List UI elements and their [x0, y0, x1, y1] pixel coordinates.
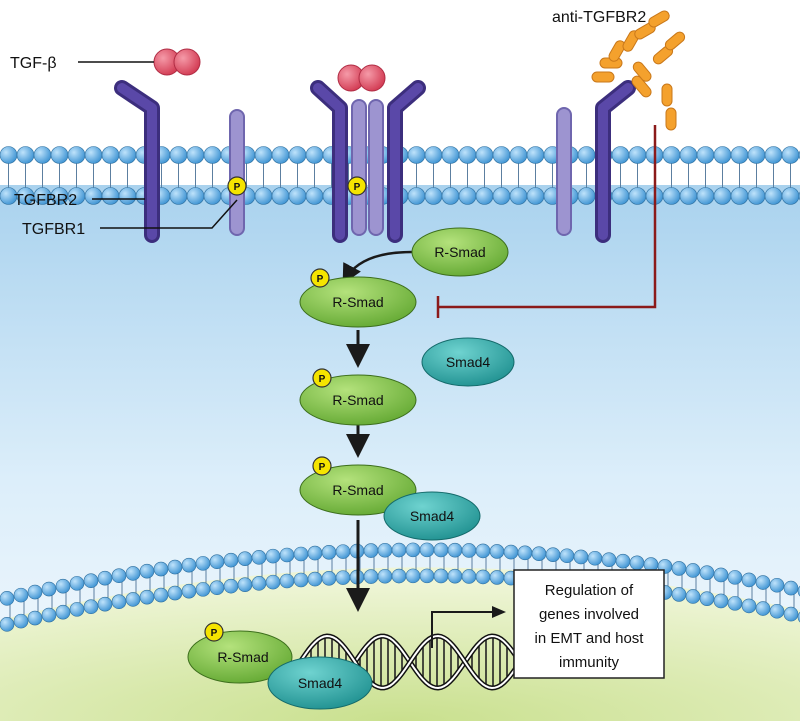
phospho-receptor-center: P	[347, 176, 367, 196]
svg-text:P: P	[354, 182, 361, 193]
svg-text:R-Smad: R-Smad	[332, 294, 383, 310]
svg-text:P: P	[211, 628, 218, 639]
svg-text:Smad4: Smad4	[298, 675, 343, 691]
tgf-beta-label: TGF-β	[10, 55, 57, 72]
svg-text:P: P	[319, 374, 326, 385]
outcome-box: Regulation of genes involved in EMT and …	[513, 569, 665, 679]
rsmad-smad4-complex: R-Smad P Smad4	[299, 456, 481, 541]
outcome-line-3: in EMT and host	[535, 630, 645, 647]
receptor-tgfbr1-left	[229, 109, 245, 236]
smad4-free: Smad4	[421, 337, 515, 387]
svg-text:R-Smad: R-Smad	[217, 649, 268, 665]
outcome-line-2: genes involved	[539, 606, 639, 623]
tgf-beta-ligand	[153, 48, 201, 76]
outcome-line-4: immunity	[559, 654, 620, 671]
svg-text:R-Smad: R-Smad	[332, 482, 383, 498]
rsmad-phospho-1: R-Smad P	[299, 268, 417, 328]
svg-text:P: P	[319, 462, 326, 473]
tgfbr2-label: TGFBR2	[14, 192, 77, 209]
rsmad-phospho-2: R-Smad P	[299, 368, 417, 426]
receptor-tgfbr2-right	[595, 80, 636, 243]
tgfbr1-label: TGFBR1	[22, 221, 85, 238]
outcome-line-1: Regulation of	[545, 582, 634, 599]
receptor-tgfbr1-right	[556, 107, 572, 236]
nuclear-smad-complex: R-Smad P Smad4	[187, 622, 373, 710]
receptor-complex-center	[310, 64, 426, 243]
svg-text:R-Smad: R-Smad	[332, 392, 383, 408]
svg-text:R-Smad: R-Smad	[434, 244, 485, 260]
phospho-receptor-left: P	[227, 176, 247, 196]
inhibition-line	[436, 125, 657, 318]
transcription-arrow	[431, 611, 496, 648]
receptor-tgfbr2-left	[114, 80, 160, 243]
svg-text:P: P	[317, 274, 324, 285]
svg-text:P: P	[234, 182, 241, 193]
rsmad-free: R-Smad	[411, 227, 509, 277]
anti-tgfbr2-label: anti-TGFBR2	[552, 9, 646, 26]
svg-text:Smad4: Smad4	[446, 354, 491, 370]
anti-tgfbr2-antibody	[591, 10, 686, 131]
svg-text:Smad4: Smad4	[410, 508, 455, 524]
activation-arrow	[342, 250, 413, 285]
